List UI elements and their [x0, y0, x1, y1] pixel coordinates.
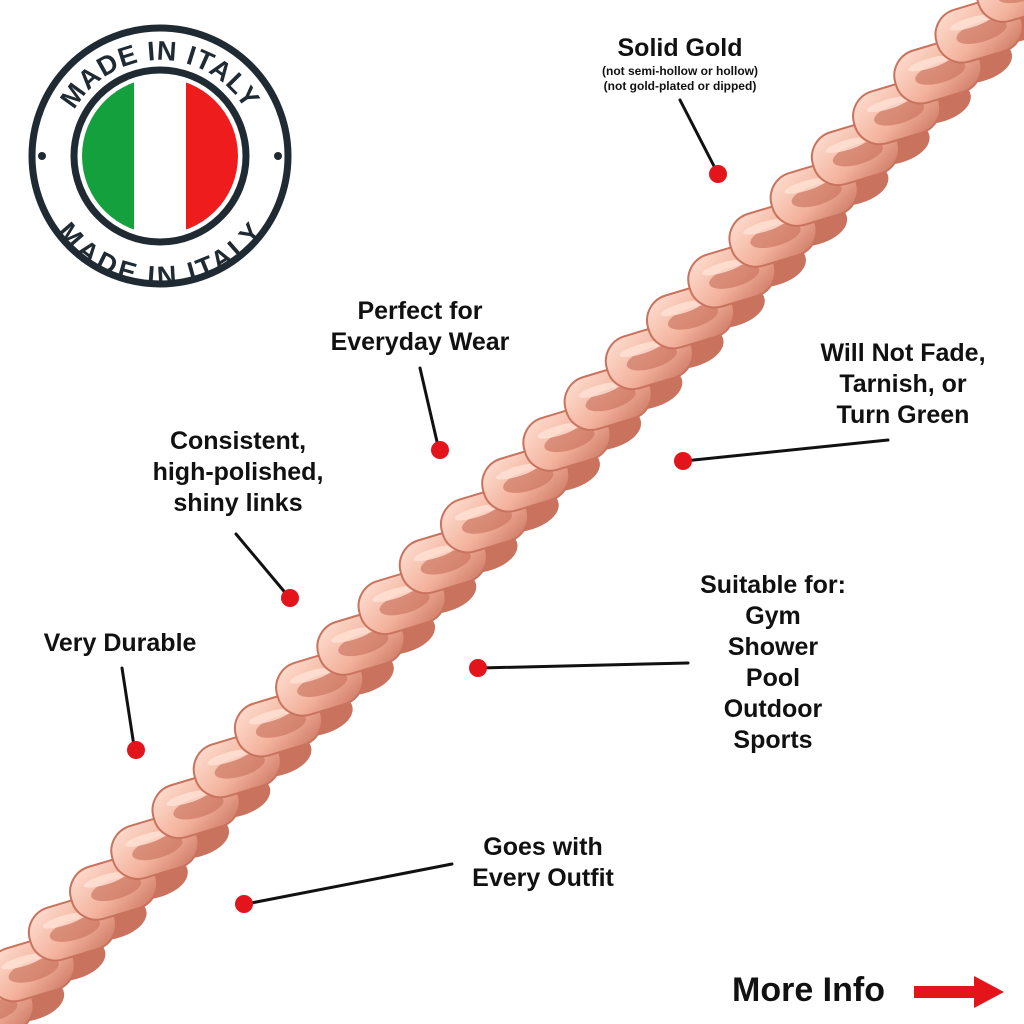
chain-link-highlight: [372, 586, 415, 602]
right-arrow-icon[interactable]: [912, 974, 1006, 1010]
chain-link-highlight: [660, 300, 704, 317]
chain-link-inner: [132, 835, 183, 861]
callout-line: Very Durable: [43, 629, 197, 657]
leader-line-outfit: [244, 862, 454, 906]
chain-link-inner: [379, 591, 430, 616]
callout-line: Every Outfit: [472, 864, 614, 892]
chain-link-inner: [915, 60, 966, 85]
chain-link-highlight: [619, 341, 662, 358]
chain-link-inner: [585, 386, 636, 412]
callout-line: Shower: [727, 633, 819, 661]
callout-line: Sports: [733, 726, 813, 754]
callout-line: Turn Green: [836, 401, 970, 429]
chain-link-highlight: [248, 708, 291, 725]
callout-line: shiny links: [173, 489, 303, 517]
marker-dot-solid-gold: [709, 165, 727, 183]
callout-line: Pool: [745, 664, 801, 692]
seal-dot-right: [274, 152, 282, 160]
marker-dot-durable: [127, 741, 145, 759]
chain-link-inner: [503, 468, 554, 493]
chain-link-inner: [626, 346, 677, 371]
made-in-italy-seal: MADE IN ITALY MADE IN ITALY: [28, 24, 292, 292]
chain-link-highlight: [331, 626, 374, 643]
chain-link-highlight: [207, 749, 250, 766]
chain-link-highlight: [495, 463, 539, 480]
leader-line-suitable: [478, 661, 690, 670]
callout-line: Gym: [745, 602, 801, 630]
chain-link-inner: [420, 550, 471, 575]
chain-link-inner: [709, 264, 760, 289]
callout-very-durable: Very Durable: [20, 628, 220, 659]
leader-line-solid-gold: [678, 98, 718, 172]
chain-link-highlight: [83, 871, 127, 888]
chain-link-inner: [49, 917, 100, 942]
chain-link-highlight: [743, 218, 786, 235]
chain-link-inner: [832, 142, 883, 167]
chain-link-highlight: [537, 422, 580, 439]
callout-line: high-polished,: [152, 458, 324, 486]
callout-line: Outdoor: [723, 695, 823, 723]
callout-note: (not semi-hollow or hollow): [602, 64, 758, 78]
chain-link-inner: [461, 509, 513, 534]
chain-link-highlight: [578, 382, 621, 398]
chain-link-inner: [91, 876, 142, 902]
chain-link-inner: [338, 631, 389, 657]
chain-link-inner: [8, 958, 59, 983]
chain-link-inner: [173, 795, 224, 820]
leader-line-fade: [682, 438, 890, 463]
marker-dot-polish: [281, 589, 299, 607]
chain-link-highlight: [454, 504, 498, 521]
leader-line-durable: [120, 666, 136, 748]
callout-will-not-fade: Will Not Fade, Tarnish, or Turn Green: [800, 338, 1006, 431]
callout-polished-links: Consistent, high-polished, shiny links: [128, 426, 348, 519]
chain-link-inner: [791, 182, 842, 208]
marker-dot-everyday: [431, 441, 449, 459]
marker-dot-suitable: [469, 659, 487, 677]
leader-line-everyday: [418, 366, 440, 448]
callout-line: Perfect for: [357, 297, 483, 325]
chain-link-highlight: [784, 177, 827, 194]
chain-link-inner: [544, 427, 595, 453]
chain-link-highlight: [1, 953, 44, 970]
chain-link-highlight: [125, 830, 168, 847]
chain-link-inner: [0, 999, 18, 1024]
chain-link-inner: [667, 305, 719, 330]
callout-line: Will Not Fade,: [820, 339, 986, 367]
chain-link-highlight: [289, 667, 333, 684]
callout-title: Solid Gold: [617, 34, 743, 62]
chain-link: [975, 0, 1024, 23]
chain-link-highlight: [166, 790, 209, 807]
chain-link-inner: [956, 19, 1007, 44]
callout-suitable-for: Suitable for: Gym Shower Pool Outdoor Sp…: [680, 570, 866, 756]
chain-link-inner: [750, 223, 801, 249]
callout-line: Tarnish, or: [839, 370, 967, 398]
callout-line: Consistent,: [169, 427, 307, 455]
chain-link-highlight: [866, 96, 910, 113]
callout-line: Everyday Wear: [330, 328, 510, 356]
callout-line: Suitable for:: [700, 571, 846, 599]
callout-note: (not gold-plated or dipped): [603, 79, 757, 93]
callout-every-outfit: Goes with Every Outfit: [446, 832, 640, 894]
chain-link-inner: [874, 101, 925, 126]
chain-link-inner: [214, 754, 265, 779]
chain-link-inner: [297, 672, 348, 697]
chain-link-inner: [255, 713, 307, 738]
chain-link-highlight: [825, 137, 868, 154]
marker-dot-fade: [674, 452, 692, 470]
chain-link-highlight: [413, 545, 456, 562]
callout-solid-gold: Solid Gold (not semi-hollow or hollow) (…: [590, 33, 770, 94]
chain-link-highlight: [702, 259, 745, 276]
chain-link-highlight: [949, 14, 992, 31]
chain-link-highlight: [42, 912, 85, 929]
callout-everyday-wear: Perfect for Everyday Wear: [310, 296, 530, 358]
callout-line: Goes with: [483, 833, 603, 861]
leader-line-polish: [234, 532, 290, 598]
more-info-link[interactable]: More Info: [732, 971, 885, 1009]
marker-dot-outfit: [235, 895, 253, 913]
chain-link-highlight: [908, 55, 951, 72]
seal-dot-left: [38, 152, 46, 160]
